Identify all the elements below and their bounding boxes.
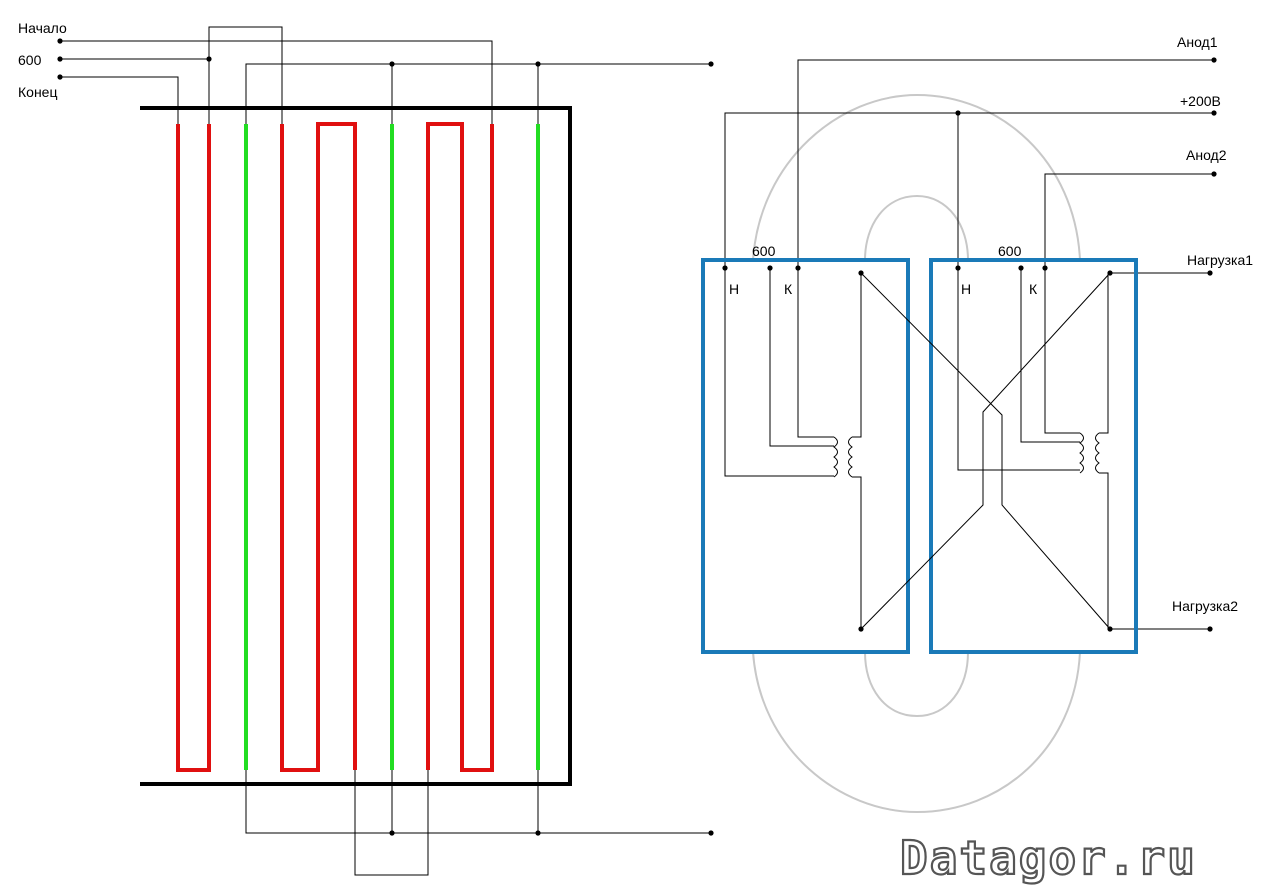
cross-wire-1 <box>860 272 1111 630</box>
left-sec-bottom-wire <box>852 476 862 629</box>
transformer-diagram: Анод1 +200В Анод2 Нагрузка1 Нагрузка2 60… <box>701 34 1253 814</box>
tap-bridge-wire <box>208 26 283 124</box>
start-wire <box>60 40 493 124</box>
tap-label: 600 <box>18 52 42 68</box>
junction-dot <box>858 626 864 632</box>
bottom-bus-terminal[interactable] <box>708 830 714 836</box>
end-wire <box>60 76 179 124</box>
junction-dot <box>955 110 961 116</box>
junction-dot <box>1107 270 1113 276</box>
core-frame <box>140 106 572 786</box>
green-windings <box>244 124 540 770</box>
transformer-dots <box>722 57 1217 632</box>
right-coil-k-label: К <box>1029 281 1038 297</box>
right-n-terminal[interactable] <box>955 265 961 271</box>
load1-terminal[interactable] <box>1207 270 1213 276</box>
load2-label: Нагрузка2 <box>1172 598 1238 614</box>
anode2-terminal[interactable] <box>1211 171 1217 177</box>
red-winding-2 <box>280 122 357 772</box>
right-tap-wire <box>1020 268 1080 443</box>
junction-dot <box>858 270 864 276</box>
anode2-label: Анод2 <box>1186 147 1227 163</box>
right-primary-coil-icon <box>1079 432 1084 474</box>
right-n-wire <box>957 268 1080 471</box>
junction-dot <box>389 830 395 836</box>
left-k-terminal[interactable] <box>795 265 801 271</box>
anode1-label: Анод1 <box>1177 34 1218 50</box>
load2-terminal[interactable] <box>1207 626 1213 632</box>
junction-dot <box>206 56 212 62</box>
start-terminal[interactable] <box>57 38 63 44</box>
right-sec-top-wire <box>1099 273 1109 434</box>
toroid-inner-top <box>864 194 969 261</box>
left-coil-k-label: К <box>784 281 793 297</box>
cross-connections <box>860 272 1111 630</box>
right-tap-terminal[interactable] <box>1018 265 1024 271</box>
plus200v-label: +200В <box>1180 93 1221 109</box>
right-k-terminal[interactable] <box>1042 265 1048 271</box>
left-coil-wiring <box>724 268 862 629</box>
left-n-terminal[interactable] <box>722 265 728 271</box>
left-primary-coil-icon <box>833 436 838 478</box>
plus200v-terminal[interactable] <box>1211 110 1217 116</box>
left-terminal-wires <box>60 26 711 876</box>
right-secondary-coil-icon <box>1095 432 1100 474</box>
left-core <box>701 258 910 654</box>
tap-wire <box>60 58 210 124</box>
left-coil-n-label: Н <box>729 281 739 297</box>
red-winding-3 <box>426 122 494 772</box>
toroid-outer-bottom <box>752 651 1081 814</box>
left-winding-diagram: Начало 600 Конец <box>18 20 714 876</box>
left-n-wire <box>724 268 834 477</box>
right-coil-n-label: Н <box>961 281 971 297</box>
left-terminal-dots <box>57 38 714 836</box>
tap-terminal[interactable] <box>57 56 63 62</box>
left-tap-terminal[interactable] <box>767 265 773 271</box>
red-windings <box>176 122 494 772</box>
top-bus-wire <box>245 63 711 124</box>
left-coil-tap-label: 600 <box>752 243 776 259</box>
toroid-outer-top <box>752 93 1081 261</box>
toroid-outlines <box>752 93 1081 814</box>
bottom-bus-wire <box>245 770 711 834</box>
transformer-terminal-wires <box>724 59 1214 630</box>
red-winding-1 <box>176 124 211 772</box>
bottom-jumper-wire <box>354 770 429 876</box>
right-k-wire <box>1044 268 1080 434</box>
junction-dot <box>1107 626 1113 632</box>
cross-wire-2 <box>860 272 1111 630</box>
left-sec-top-wire <box>852 273 862 438</box>
right-coil-wiring <box>957 268 1109 629</box>
junction-dot <box>535 830 541 836</box>
anode1-wire <box>797 59 1214 268</box>
anode2-wire <box>1044 173 1214 268</box>
watermark-logo: Datagor.ru <box>900 831 1197 885</box>
end-terminal[interactable] <box>57 74 63 80</box>
anode1-terminal[interactable] <box>1211 57 1217 63</box>
left-tap-wire <box>769 268 834 447</box>
junction-dot <box>389 61 395 67</box>
right-core <box>929 258 1138 654</box>
right-sec-bottom-wire <box>1099 472 1109 629</box>
toroid-inner-bottom <box>864 651 969 718</box>
right-coil-tap-label: 600 <box>998 243 1022 259</box>
junction-dot <box>535 61 541 67</box>
left-secondary-coil-icon <box>848 436 853 478</box>
left-k-wire <box>797 268 834 438</box>
end-label: Конец <box>18 84 57 100</box>
plus200v-wire <box>724 112 1214 268</box>
top-bus-terminal[interactable] <box>708 61 714 67</box>
load1-label: Нагрузка1 <box>1187 252 1253 268</box>
start-label: Начало <box>18 20 67 36</box>
